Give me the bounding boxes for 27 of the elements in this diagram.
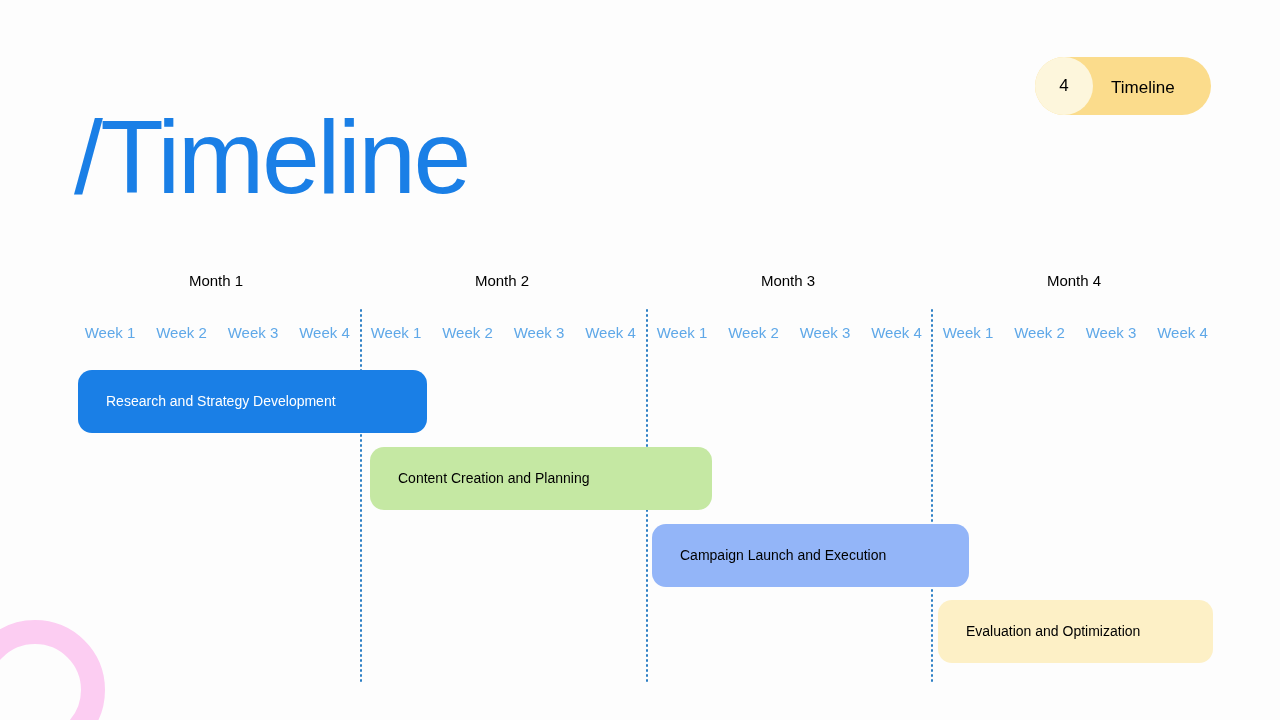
section-pill bbox=[1035, 57, 1211, 115]
task-bar: Campaign Launch and Execution bbox=[652, 524, 969, 587]
month-label: Month 1 bbox=[188, 271, 244, 291]
slide-title: /Timeline bbox=[74, 100, 469, 215]
week-label: Week 3 bbox=[513, 323, 565, 343]
week-label: Week 1 bbox=[656, 323, 708, 343]
task-bar: Content Creation and Planning bbox=[370, 447, 712, 510]
week-label: Week 1 bbox=[942, 323, 994, 343]
week-label: Week 3 bbox=[799, 323, 851, 343]
task-bar: Evaluation and Optimization bbox=[938, 600, 1213, 663]
week-label: Week 1 bbox=[84, 323, 136, 343]
week-label: Week 4 bbox=[585, 323, 636, 343]
week-label: Week 2 bbox=[1014, 323, 1065, 343]
month-label: Month 3 bbox=[760, 271, 816, 291]
month-label: Month 2 bbox=[474, 271, 530, 291]
week-label: Week 3 bbox=[227, 323, 279, 343]
week-label: Week 4 bbox=[871, 323, 922, 343]
week-label: Week 2 bbox=[728, 323, 779, 343]
week-label: Week 3 bbox=[1085, 323, 1137, 343]
week-label: Week 2 bbox=[156, 323, 207, 343]
month-label: Month 4 bbox=[1046, 271, 1102, 291]
section-label: Timeline bbox=[1111, 77, 1175, 99]
week-label: Week 2 bbox=[442, 323, 493, 343]
task-bar: Research and Strategy Development bbox=[78, 370, 427, 433]
week-label: Week 4 bbox=[299, 323, 350, 343]
week-label: Week 4 bbox=[1157, 323, 1208, 343]
week-label: Week 1 bbox=[370, 323, 422, 343]
